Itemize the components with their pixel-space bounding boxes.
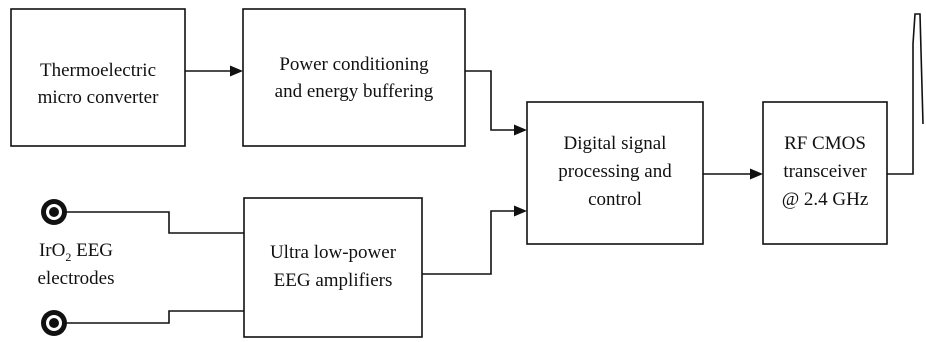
electrode-icon-top: [41, 199, 67, 225]
power-conditioning-block: Power conditioning and energy buffering: [242, 8, 466, 147]
connector-converter-to-power: [185, 65, 243, 77]
rf-transceiver-block: RF CMOS transceiver @ 2.4 GHz: [762, 101, 888, 245]
electrode-icon-bottom: [41, 310, 67, 336]
arrowhead: [514, 124, 527, 136]
electrodes-label-line-1: IrO2 EEG: [39, 240, 113, 264]
connector-amplifiers-to-dsp: [422, 205, 527, 275]
power-conditioning-label-line-2: and energy buffering: [275, 81, 434, 102]
dsp-control-block: Digital signal processing and control: [526, 101, 704, 245]
connector-power-to-dsp: [465, 70, 527, 136]
electrodes-label-subscript: 2: [65, 250, 71, 264]
rf-label-line-2: transceiver: [783, 161, 867, 182]
dsp-label-line-3: control: [588, 189, 642, 210]
power-conditioning-label-line-1: Power conditioning: [279, 54, 429, 75]
amplifiers-label-line-2: EEG amplifiers: [274, 270, 393, 291]
antenna-icon: [912, 13, 924, 125]
electrodes-label-prefix: IrO: [39, 240, 65, 261]
connector-dsp-to-rf: [703, 168, 763, 180]
electrode-wire-top: [64, 211, 244, 234]
amplifiers-label-line-1: Ultra low-power: [270, 242, 397, 263]
arrowhead: [514, 205, 527, 217]
electrodes-label: IrO2 EEG electrodes: [37, 240, 114, 289]
thermoelectric-label-line-2: micro converter: [38, 87, 159, 108]
electrode-wire-bottom: [64, 310, 244, 324]
dsp-label-line-1: Digital signal: [564, 133, 667, 154]
arrowhead: [750, 168, 763, 180]
dsp-label-line-2: processing and: [558, 161, 672, 182]
rf-label-line-3: @ 2.4 GHz: [782, 189, 869, 210]
electrodes-label-suffix: EEG: [71, 240, 113, 261]
electrodes-label-line-2: electrodes: [37, 268, 114, 289]
thermoelectric-converter-block: Thermoelectric micro converter: [10, 8, 186, 147]
thermoelectric-label-line-1: Thermoelectric: [40, 60, 156, 81]
eeg-amplifiers-block: Ultra low-power EEG amplifiers: [243, 197, 423, 338]
connector-rf-to-antenna: [887, 44, 914, 175]
arrowhead: [230, 65, 243, 77]
rf-label-line-1: RF CMOS: [784, 133, 866, 154]
